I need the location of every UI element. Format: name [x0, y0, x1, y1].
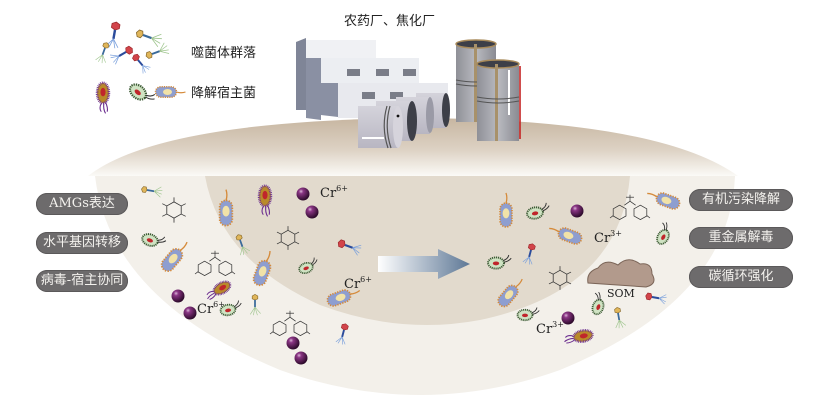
storage-tank-2 [476, 59, 521, 141]
outcome-organic-pollutant-degradation: 有机污染降解 [689, 189, 793, 211]
legend-phage-community: 噬菌体群落 [191, 46, 257, 61]
cr6-label-2: Cr6+ [344, 275, 372, 292]
mechanism-virus-host-synergy: 病毒-宿主协同 [36, 270, 128, 292]
som-icon [587, 259, 655, 288]
soil-surface [88, 118, 738, 176]
cr6-label-1: Cr6+ [320, 184, 348, 201]
degrading-host-icons [95, 78, 187, 115]
outcome-heavy-metal-detox: 重金属解毒 [689, 227, 793, 249]
outcome-carbon-cycle-enhancement: 碳循环强化 [689, 266, 793, 288]
phage-community-icon [94, 19, 171, 76]
som-label: SOM [607, 287, 635, 300]
drum-group [358, 93, 450, 149]
cr3-label-1: Cr3+ [594, 229, 622, 246]
svg-text:Cr3+: Cr3+ [536, 320, 564, 337]
svg-text:Cr6+: Cr6+ [197, 300, 225, 317]
transformation-arrow [378, 249, 470, 279]
svg-text:Cr6+: Cr6+ [344, 275, 372, 292]
mechanism-amgs-expression: AMGs表达 [36, 193, 128, 215]
cr6-label-3: Cr6+ [197, 300, 225, 317]
site-title: 农药厂、焦化厂 [344, 14, 436, 29]
legend-degrading-host: 降解宿主菌 [191, 86, 257, 101]
svg-text:Cr6+: Cr6+ [320, 184, 348, 201]
cr3-label-2: Cr3+ [536, 320, 564, 337]
mechanism-horizontal-gene-transfer: 水平基因转移 [36, 232, 128, 254]
svg-text:Cr3+: Cr3+ [594, 229, 622, 246]
